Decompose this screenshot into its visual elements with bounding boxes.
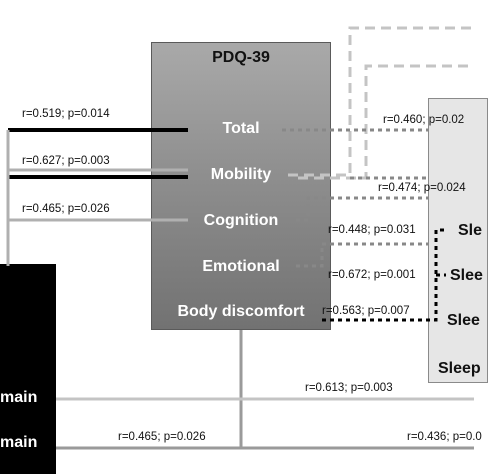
- stat-domain2-left: r=0.465; p=0.026: [118, 431, 206, 443]
- domain-box: [0, 264, 56, 474]
- stat-domain1-right: r=0.613; p=0.003: [305, 382, 393, 394]
- domain-item-2: main: [0, 434, 38, 451]
- sleep-box: [428, 98, 488, 383]
- sleep-item-3: Slee: [447, 312, 480, 329]
- stat-mobility-right: r=0.474; p=0.024: [378, 182, 466, 194]
- stat-mobility-left: r=0.627; p=0.003: [22, 155, 110, 167]
- stat-body-right: r=0.563; p=0.007: [322, 305, 410, 317]
- sleep-item-4: Sleep: [438, 360, 481, 377]
- pdq-item-body-discomfort: Body discomfort: [177, 303, 305, 320]
- pdq-item-cognition: Cognition: [203, 212, 279, 229]
- sleep-item-1: Sle: [458, 222, 483, 239]
- domain-item-1: main: [0, 389, 38, 406]
- pdq-item-mobility: Mobility: [210, 166, 272, 183]
- stat-domain2-right: r=0.436; p=0.0: [407, 431, 482, 443]
- stat-cognition-left: r=0.465; p=0.026: [22, 203, 110, 215]
- pdq-item-emotional: Emotional: [202, 258, 280, 275]
- body-right-dotted: [322, 228, 446, 322]
- stat-cognition-right: r=0.448; p=0.031: [328, 224, 416, 236]
- stat-total-left: r=0.519; p=0.014: [22, 108, 110, 120]
- dashed-connector-2: [298, 64, 474, 180]
- dashed-connector-1: [288, 26, 474, 177]
- pdq39-box: [151, 42, 331, 330]
- pdq-item-total: Total: [222, 120, 260, 137]
- connector-lines: [6, 26, 474, 450]
- stat-total-right: r=0.460; p=0.02: [383, 114, 465, 126]
- stat-emotional-right: r=0.672; p=0.001: [328, 269, 416, 281]
- sleep-item-2: Slee: [450, 267, 483, 284]
- pdq39-title: PDQ-39: [212, 49, 270, 66]
